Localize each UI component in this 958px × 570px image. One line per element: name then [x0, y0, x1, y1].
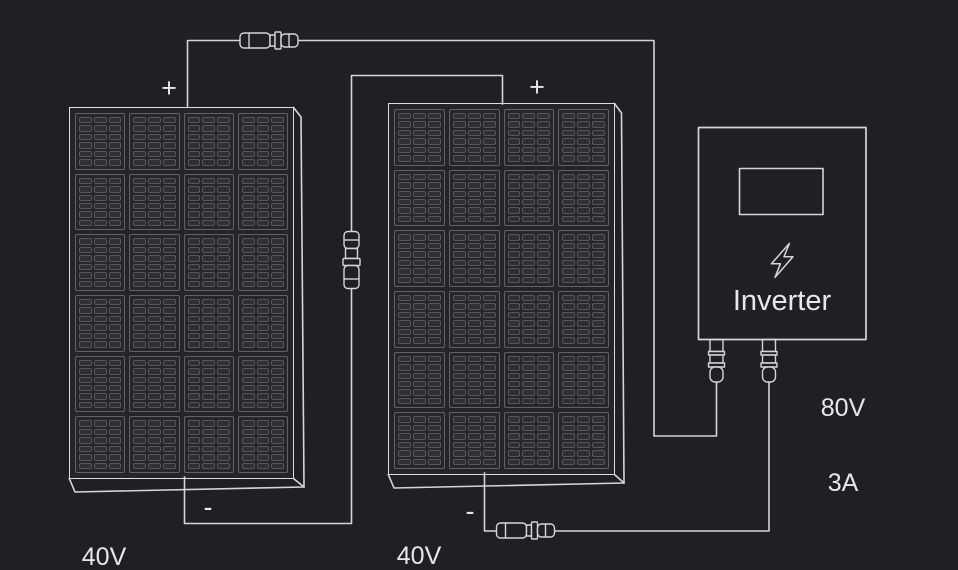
solar-cell-block	[394, 351, 445, 409]
solar-cell-block	[129, 113, 180, 170]
solar-cell-block	[129, 295, 180, 352]
inverter-display	[738, 167, 824, 216]
lightning-bolt-icon	[770, 242, 794, 279]
solar-cell-block	[129, 173, 180, 231]
solar-cell-block	[129, 355, 180, 413]
solar-cell-block	[448, 291, 500, 348]
solar-cell-block	[75, 113, 126, 170]
solar-cell-block	[394, 169, 445, 227]
solar-cell-block	[558, 412, 609, 469]
solar-cell-block	[394, 230, 445, 287]
inverter-positive-terminal-icon	[707, 338, 726, 383]
solar-cell-block	[394, 109, 445, 166]
solar-cell-block	[237, 234, 288, 291]
solar-cell-block	[183, 113, 234, 170]
solar-cell-block	[558, 169, 609, 227]
panel2-spec: 40V 3A	[397, 494, 441, 570]
solar-panel-1-cells	[75, 113, 288, 473]
panel2-negative-label: -	[465, 496, 475, 526]
solar-cell-block	[183, 295, 234, 352]
solar-cell-block	[183, 173, 234, 231]
solar-cell-block	[237, 113, 288, 170]
solar-cell-block	[558, 351, 609, 409]
inverter-voltage: 80V	[820, 394, 866, 422]
panel1-spec: 40V 3A	[82, 495, 126, 570]
solar-cell-block	[503, 169, 555, 227]
solar-cell-block	[558, 230, 609, 287]
solar-cell-block	[448, 109, 500, 166]
solar-panel-2-cells	[394, 109, 609, 469]
solar-cell-block	[183, 234, 234, 291]
solar-cell-block	[75, 295, 126, 352]
solar-cell-block	[394, 291, 445, 348]
solar-cell-block	[558, 109, 609, 166]
inverter-negative-terminal-icon	[760, 338, 778, 383]
solar-cell-block	[503, 412, 555, 469]
solar-cell-block	[129, 234, 180, 291]
solar-cell-block	[503, 230, 555, 287]
solar-cell-block	[237, 355, 288, 413]
solar-cell-block	[448, 412, 500, 469]
panel1-voltage: 40V	[81, 543, 127, 570]
panel2-voltage: 40V	[396, 542, 442, 570]
solar-cell-block	[183, 355, 234, 413]
panel2-positive-label: +	[529, 72, 545, 102]
mc4-connector-icon-middle	[342, 230, 361, 290]
solar-cell-block	[75, 173, 126, 231]
solar-panel-1	[69, 107, 294, 479]
solar-cell-block	[448, 169, 500, 227]
mc4-connector-icon-top	[239, 31, 299, 50]
solar-cell-block	[503, 291, 555, 348]
inverter-current: 3A	[827, 469, 859, 497]
solar-cell-block	[129, 416, 180, 473]
mc4-connector-icon-bottom	[495, 521, 556, 540]
solar-panel-2	[388, 103, 615, 475]
panel1-positive-label: +	[161, 73, 177, 103]
solar-cell-block	[183, 416, 234, 473]
solar-cell-block	[75, 355, 126, 413]
solar-cell-block	[394, 412, 445, 469]
solar-cell-block	[75, 234, 126, 291]
solar-cell-block	[75, 416, 126, 473]
solar-cell-block	[237, 295, 288, 352]
solar-cell-block	[558, 291, 609, 348]
solar-cell-block	[503, 109, 555, 166]
solar-cell-block	[448, 230, 500, 287]
solar-cell-block	[237, 416, 288, 473]
solar-cell-block	[237, 173, 288, 231]
inverter-spec: 80V 3A	[821, 346, 865, 546]
panel1-negative-label: -	[203, 492, 213, 522]
solar-cell-block	[448, 351, 500, 409]
solar-cell-block	[503, 351, 555, 409]
inverter-label: Inverter	[732, 285, 832, 317]
